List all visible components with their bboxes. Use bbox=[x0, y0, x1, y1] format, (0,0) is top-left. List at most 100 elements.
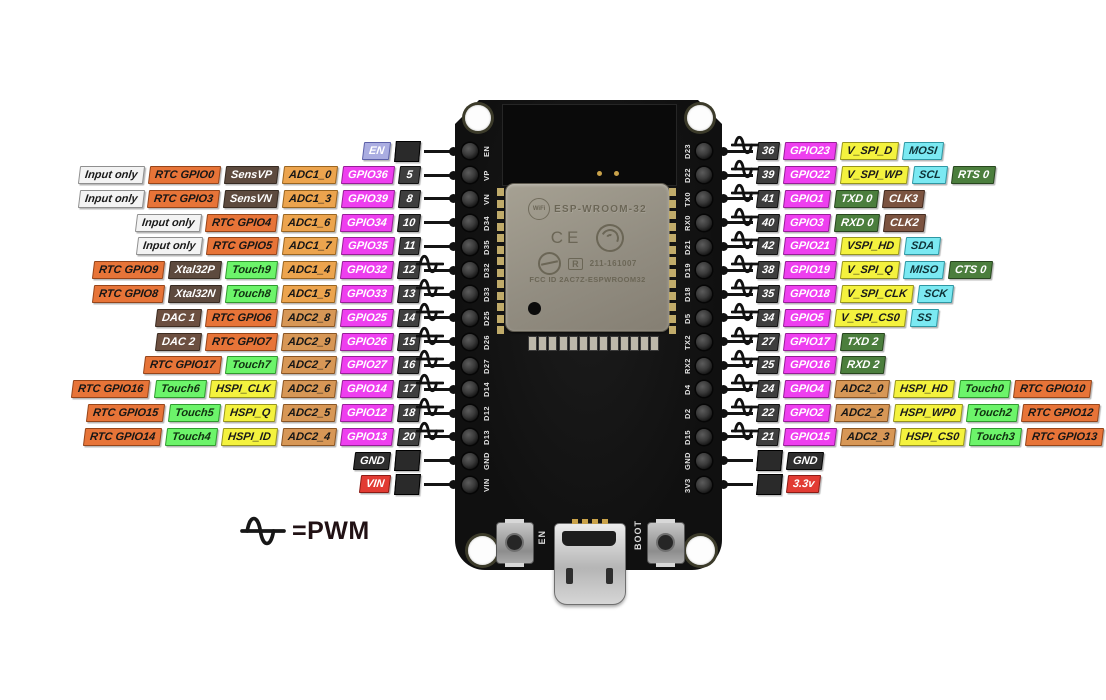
pin-number-badge: 41 bbox=[755, 189, 781, 208]
badge-rtc: RTC GPIO16 bbox=[71, 380, 151, 399]
pwm-legend-label: =PWM bbox=[292, 516, 370, 545]
ce-mark: CE bbox=[550, 228, 583, 247]
pin-pad-square bbox=[756, 473, 783, 495]
badge-bus_cyan: MISO bbox=[902, 261, 946, 280]
badge-gpio: GPIO35 bbox=[340, 237, 395, 256]
module-pad bbox=[497, 257, 504, 265]
module-pad bbox=[497, 268, 504, 277]
badge-gpio: GPIO15 bbox=[783, 427, 838, 446]
badge-gpio: GPIO18 bbox=[783, 285, 838, 304]
module-pad bbox=[669, 222, 676, 231]
pin-wire bbox=[415, 302, 458, 330]
module-bottom-pad bbox=[619, 336, 629, 351]
badge-gpio: GPIO17 bbox=[783, 332, 838, 351]
pin-hole bbox=[696, 167, 712, 184]
pin-wire bbox=[415, 326, 458, 354]
pin-wire bbox=[415, 255, 458, 282]
badge-dac: DAC 2 bbox=[154, 332, 202, 351]
badge-rtc: RTC GPIO14 bbox=[82, 427, 163, 446]
pin-wire bbox=[424, 234, 458, 258]
pin-row: GND bbox=[719, 449, 1106, 473]
badge-uart_green: TXD 0 bbox=[833, 189, 880, 208]
badge-adc2: ADC2_6 bbox=[280, 380, 338, 399]
board-pin-label: VP bbox=[482, 170, 491, 181]
module-pad bbox=[669, 199, 676, 208]
pin-wire bbox=[719, 160, 760, 187]
pin-number-badge: 36 bbox=[755, 142, 781, 161]
board-pin-label: 3V3 bbox=[683, 477, 692, 493]
module-pad bbox=[669, 280, 676, 288]
pin-wire bbox=[719, 449, 753, 473]
badge-rtc: RTC GPIO12 bbox=[1021, 404, 1101, 423]
badge-uart_green: RTS 0 bbox=[950, 166, 997, 185]
badge-rtc: RTC GPIO10 bbox=[1013, 380, 1093, 399]
badge-adc2: ADC2_4 bbox=[280, 427, 338, 446]
pin-hole bbox=[462, 286, 478, 303]
badge-rtc: RTC GPIO15 bbox=[85, 404, 165, 423]
badge-spi_yellow: HSPI_CS0 bbox=[899, 427, 967, 446]
module-pad bbox=[669, 211, 676, 219]
badge-uart_green: TXD 2 bbox=[839, 332, 886, 351]
badge-rtc: RTC GPIO8 bbox=[91, 285, 165, 304]
pin-number-badge: 21 bbox=[755, 427, 781, 446]
pin-hole bbox=[462, 452, 478, 469]
badge-gpio: GPIO39 bbox=[341, 189, 396, 208]
pin-wire bbox=[719, 231, 760, 258]
pwm-icon bbox=[730, 274, 760, 302]
pin-number-badge: 27 bbox=[755, 332, 781, 351]
mounting-hole bbox=[468, 536, 497, 565]
pin-hole bbox=[462, 262, 478, 279]
pwm-icon bbox=[730, 179, 760, 207]
pin-wire bbox=[719, 421, 760, 449]
pin-hole bbox=[462, 190, 478, 207]
pin-wire bbox=[424, 472, 458, 496]
badge-adc2: ADC2_3 bbox=[839, 427, 897, 446]
board-pin-label: D22 bbox=[683, 168, 692, 184]
board-pin-label: D5 bbox=[683, 313, 692, 324]
pwm-icon bbox=[730, 417, 760, 445]
badge-touch: Touch8 bbox=[224, 285, 278, 304]
badge-rtc: RTC GPIO0 bbox=[147, 166, 222, 185]
pin-number-badge: 8 bbox=[397, 189, 422, 208]
pin-hole bbox=[696, 428, 712, 445]
pin-wire bbox=[719, 472, 753, 496]
badge-bus_cyan: MOSI bbox=[902, 142, 945, 161]
usb-hole bbox=[606, 568, 613, 584]
badge-touch: Touch2 bbox=[965, 404, 1019, 423]
usb-hole bbox=[566, 568, 573, 584]
pwm-icon bbox=[730, 345, 760, 373]
board-pin-label: D21 bbox=[683, 239, 692, 255]
pin-hole bbox=[696, 405, 712, 422]
badge-spi_yellow: V_SPI_D bbox=[839, 142, 900, 161]
en-button-label: EN bbox=[537, 530, 547, 545]
badge-adc1: ADC1_3 bbox=[281, 189, 339, 208]
badge-rtc: RTC GPIO13 bbox=[1025, 427, 1105, 446]
pin-wire bbox=[415, 397, 458, 425]
pin-hole bbox=[696, 476, 712, 493]
badge-rtc: RTC GPIO3 bbox=[147, 189, 221, 208]
badge-gpio: GPIO12 bbox=[339, 404, 394, 423]
badge-spi_yellow: HSPI_CLK bbox=[209, 380, 278, 399]
pin-hole bbox=[696, 381, 712, 398]
badge-gpio: GPIO21 bbox=[783, 237, 838, 256]
badge-xtal: Xtal32N bbox=[167, 285, 223, 304]
pin-row: EN bbox=[0, 139, 458, 163]
module-pad bbox=[497, 222, 504, 231]
badge-en: EN bbox=[361, 142, 392, 161]
pwm-icon bbox=[415, 322, 445, 350]
pwm-icon bbox=[730, 203, 760, 231]
badge-adc2: ADC2_5 bbox=[280, 404, 338, 423]
badge-rtc: RTC GPIO17 bbox=[142, 356, 223, 375]
pin-number-badge: 5 bbox=[397, 166, 422, 185]
pin-hole bbox=[462, 476, 478, 493]
pin-row: 3.3v bbox=[719, 472, 1106, 497]
